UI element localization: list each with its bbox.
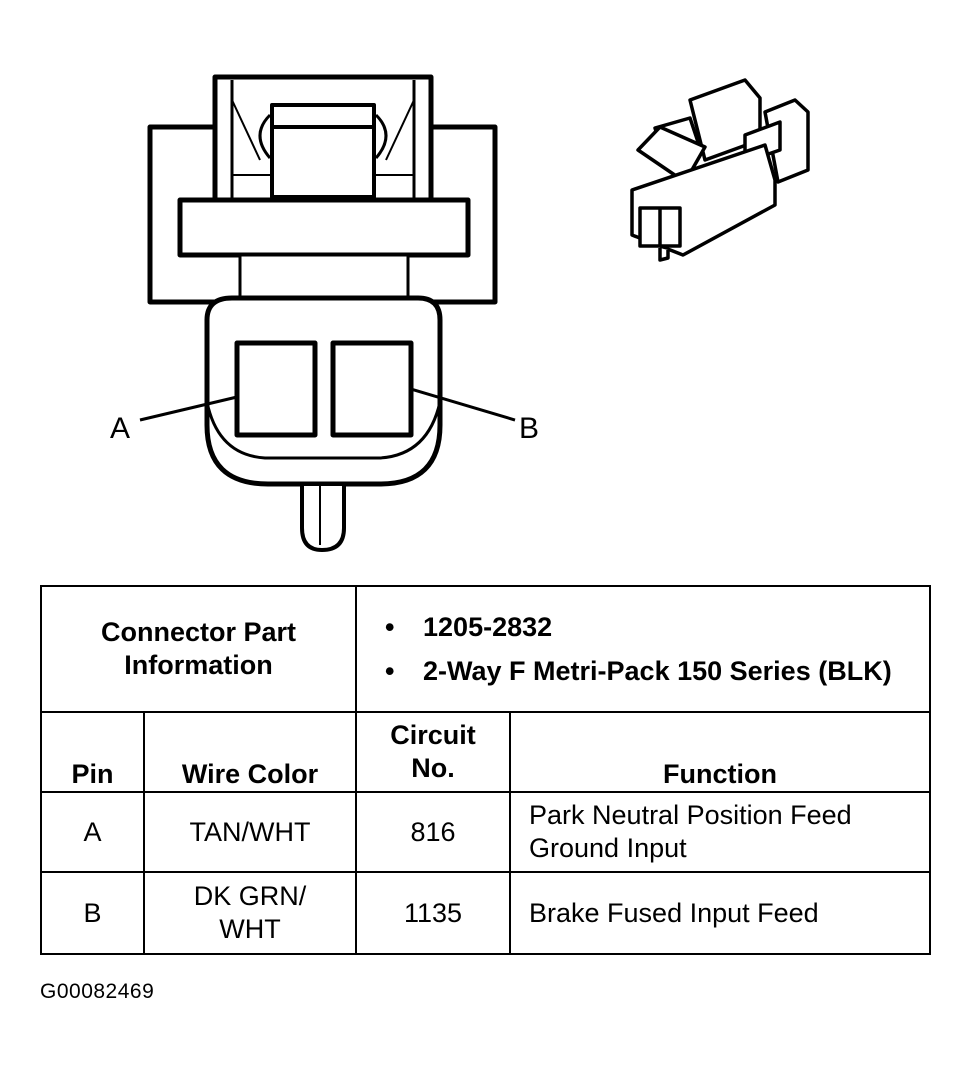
callout-line-b bbox=[410, 387, 516, 422]
header-function: Function bbox=[509, 711, 932, 793]
circuit-cell: 816 bbox=[355, 791, 512, 873]
connector-info-table: Connector Part Information •1205-2832 •2… bbox=[39, 585, 932, 955]
callout-label-b: B bbox=[519, 412, 539, 445]
pin-cell: B bbox=[40, 871, 145, 955]
callout-label-a: A bbox=[110, 412, 130, 445]
wire-color-cell: DK GRN/ WHT bbox=[142, 871, 358, 955]
figure-id: G00082469 bbox=[40, 980, 155, 1003]
header-pin: Pin bbox=[40, 711, 145, 793]
connector-crossbar bbox=[177, 197, 471, 258]
header-wire-color: Wire Color bbox=[142, 711, 358, 793]
part-info-item: •2-Way F Metri-Pack 150 Series (BLK) bbox=[385, 656, 892, 686]
connector-diagram: A B bbox=[110, 74, 810, 552]
cavity-a bbox=[234, 340, 318, 438]
function-cell: Brake Fused Input Feed bbox=[509, 871, 932, 955]
part-info-values: •1205-2832 •2-Way F Metri-Pack 150 Serie… bbox=[355, 585, 932, 713]
callout-line-a bbox=[139, 395, 238, 422]
header-circuit-no: Circuit No. bbox=[355, 711, 512, 793]
table-header-row: Pin Wire Color Circuit No. Function bbox=[40, 711, 932, 793]
part-info-item: •1205-2832 bbox=[385, 612, 553, 642]
cavity-b bbox=[330, 340, 414, 438]
wire-color-cell: TAN/WHT bbox=[142, 791, 358, 873]
table-row: B DK GRN/ WHT 1135 Brake Fused Input Fee… bbox=[40, 871, 932, 955]
pin-cell: A bbox=[40, 791, 145, 873]
part-info-row: Connector Part Information •1205-2832 •2… bbox=[39, 585, 932, 713]
connector-key-peg bbox=[300, 482, 346, 552]
part-info-label: Connector Part Information bbox=[39, 585, 358, 713]
circuit-cell: 1135 bbox=[355, 871, 512, 955]
connector-isometric-view bbox=[630, 78, 810, 262]
function-cell: Park Neutral Position Feed Ground Input bbox=[509, 791, 932, 873]
table-row: A TAN/WHT 816 Park Neutral Position Feed… bbox=[40, 791, 932, 873]
